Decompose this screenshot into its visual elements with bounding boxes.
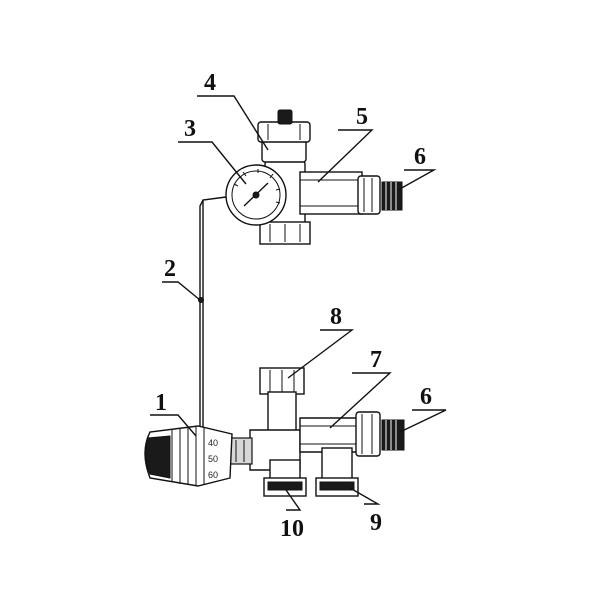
thermostatic-head: 40 50 60 [144,425,233,487]
air-vent [257,109,311,163]
lower-fitting [227,367,405,497]
thermometer-gauge [225,164,287,226]
leader-lines [150,95,447,511]
label-2: 2 [164,256,176,282]
dial-mark-50: 50 [208,454,218,464]
label-7: 7 [370,347,382,373]
label-4: 4 [204,70,216,96]
dial-mark-60: 60 [208,470,218,480]
label-1: 1 [155,390,167,416]
label-9: 9 [370,510,382,536]
label-5: 5 [356,104,368,130]
label-3: 3 [184,116,196,142]
capillary-tube [198,196,227,430]
label-6-upper: 6 [414,144,426,170]
label-6-lower: 6 [420,384,432,410]
label-8: 8 [330,304,342,330]
label-10: 10 [280,516,304,542]
dial-mark-40: 40 [208,438,218,448]
